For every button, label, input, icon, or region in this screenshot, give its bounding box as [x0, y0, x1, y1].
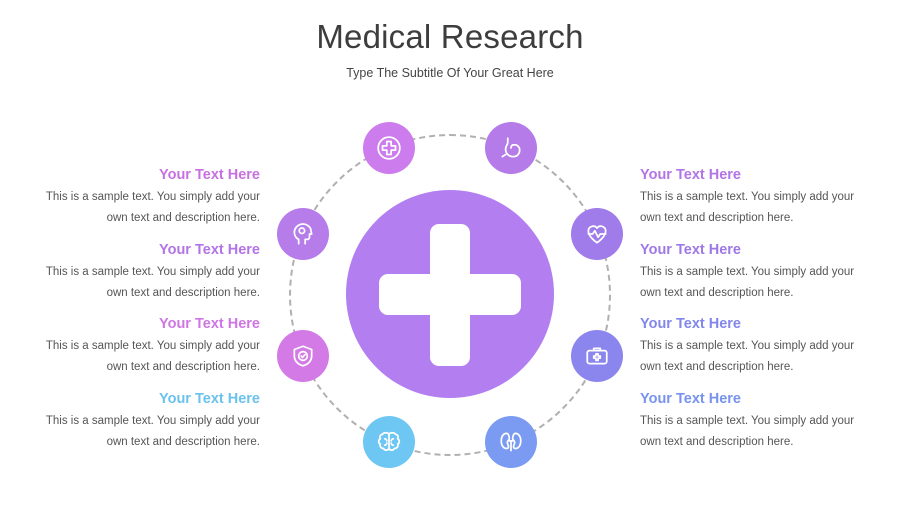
- node-kidneys: [485, 416, 537, 468]
- description-line: own text and description here.: [640, 360, 794, 373]
- description-line: This is a sample text. You simply add yo…: [45, 415, 260, 427]
- page-title: Medical Research: [316, 18, 584, 55]
- left-text-block: Your Text Here This is a sample text. Yo…: [30, 166, 260, 228]
- description-line: This is a sample text. You simply add yo…: [640, 266, 855, 278]
- left-description: This is a sample text. You simply add yo…: [30, 411, 260, 452]
- right-heading: Your Text Here: [640, 316, 741, 332]
- right-description: This is a sample text. You simply add yo…: [640, 336, 870, 377]
- description-line: This is a sample text. You simply add yo…: [640, 415, 855, 427]
- description-line: This is a sample text. You simply add yo…: [45, 340, 260, 352]
- left-heading: Your Text Here: [159, 391, 260, 407]
- description-line: own text and description here.: [640, 286, 794, 299]
- brain-icon: [377, 431, 401, 451]
- left-description: This is a sample text. You simply add yo…: [30, 336, 260, 377]
- description-line: This is a sample text. You simply add yo…: [640, 340, 855, 352]
- description-line: own text and description here.: [106, 286, 260, 299]
- right-text-block: Your Text Here This is a sample text. Yo…: [640, 166, 870, 228]
- right-text-block: Your Text Here This is a sample text. Yo…: [640, 315, 870, 377]
- stomach-icon: [501, 137, 521, 158]
- head-mind-icon: [293, 223, 313, 245]
- right-text-block: Your Text Here This is a sample text. Yo…: [640, 241, 870, 303]
- right-heading: Your Text Here: [640, 391, 741, 407]
- page-subtitle: Type The Subtitle Of Your Great Here: [346, 66, 554, 80]
- left-description: This is a sample text. You simply add yo…: [30, 187, 260, 228]
- left-description: This is a sample text. You simply add yo…: [30, 262, 260, 303]
- right-description: This is a sample text. You simply add yo…: [640, 187, 870, 228]
- left-heading: Your Text Here: [159, 167, 260, 183]
- heart-pulse-icon: [587, 225, 607, 244]
- left-text-block: Your Text Here This is a sample text. Yo…: [30, 315, 260, 377]
- description-line: own text and description here.: [106, 211, 260, 224]
- description-line: own text and description here.: [106, 435, 260, 448]
- right-description: This is a sample text. You simply add yo…: [640, 262, 870, 303]
- node-head-mind: [277, 208, 329, 260]
- dashed-ring: [289, 134, 611, 456]
- left-heading: Your Text Here: [159, 242, 260, 258]
- description-line: This is a sample text. You simply add yo…: [640, 191, 855, 203]
- description-line: own text and description here.: [640, 211, 794, 224]
- description-line: This is a sample text. You simply add yo…: [45, 191, 260, 203]
- right-heading: Your Text Here: [640, 167, 741, 183]
- node-heart-pulse: [571, 208, 623, 260]
- node-stomach: [485, 122, 537, 174]
- node-first-aid-kit: [571, 330, 623, 382]
- right-text-block: Your Text Here This is a sample text. Yo…: [640, 390, 870, 452]
- kidneys-icon: [500, 432, 522, 452]
- right-heading: Your Text Here: [640, 242, 741, 258]
- shield-check-icon: [293, 345, 313, 367]
- description-line: own text and description here.: [640, 435, 794, 448]
- description-line: This is a sample text. You simply add yo…: [45, 266, 260, 278]
- left-text-block: Your Text Here This is a sample text. Yo…: [30, 390, 260, 452]
- left-text-block: Your Text Here This is a sample text. Yo…: [30, 241, 260, 303]
- node-medical-cross: [363, 122, 415, 174]
- medical-cross-icon: [377, 136, 401, 160]
- description-line: own text and description here.: [106, 360, 260, 373]
- plus-icon-horizontal-bar: [379, 274, 521, 315]
- right-description: This is a sample text. You simply add yo…: [640, 411, 870, 452]
- node-shield-check: [277, 330, 329, 382]
- node-brain: [363, 416, 415, 468]
- left-heading: Your Text Here: [159, 316, 260, 332]
- first-aid-kit-icon: [586, 347, 608, 365]
